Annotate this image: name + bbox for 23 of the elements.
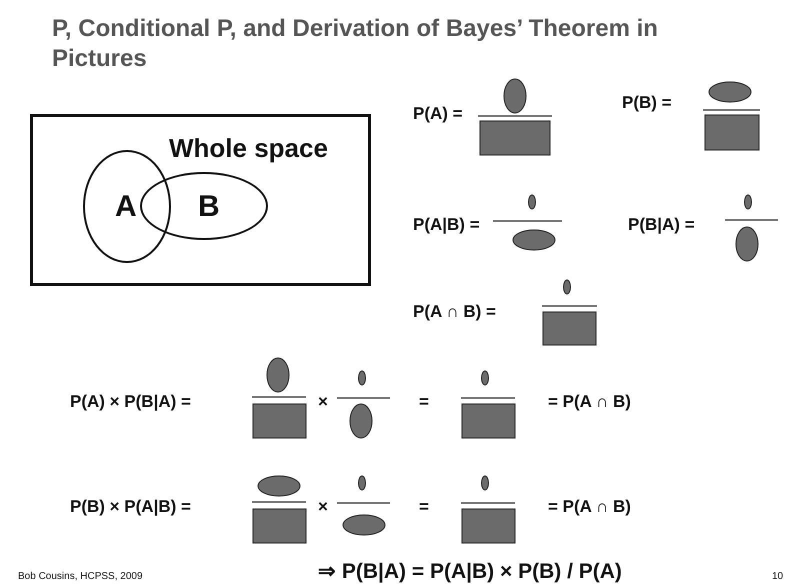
set-label: Whole space	[169, 133, 328, 164]
equation-text: P(A|B) =	[413, 215, 480, 235]
set-a-ellipse	[83, 150, 171, 263]
bayes-formula: ⇒ P(B|A) = P(A|B) × P(B) / P(A)	[318, 559, 622, 584]
equation-text: P(B|A) =	[628, 215, 695, 235]
equation-text: = P(A ∩ B)	[548, 392, 631, 412]
equation-text: P(A ∩ B) =	[413, 302, 496, 322]
equation-text: P(A) × P(B|A) =	[70, 392, 191, 412]
set-label: A	[115, 190, 137, 224]
whole-space-rectangle	[30, 114, 371, 286]
page-number: 10	[772, 571, 784, 582]
set-b-ellipse	[140, 172, 268, 240]
slide-title: P, Conditional P, and Derivation of Bayes’ Theorem in Pictures	[52, 14, 659, 74]
equation-text: P(B) × P(A|B) =	[70, 497, 191, 517]
set-label: B	[198, 190, 220, 224]
credit-note: Bob Cousins, HCPSS, 2009	[18, 571, 143, 582]
operator-sign: =	[419, 497, 429, 517]
operator-sign: =	[419, 392, 429, 412]
equation-text: = P(A ∩ B)	[548, 497, 631, 517]
operator-sign: ×	[318, 392, 328, 412]
equation-text: P(A) =	[413, 104, 463, 124]
operator-sign: ×	[318, 497, 328, 517]
equation-text: P(B) =	[622, 93, 672, 113]
